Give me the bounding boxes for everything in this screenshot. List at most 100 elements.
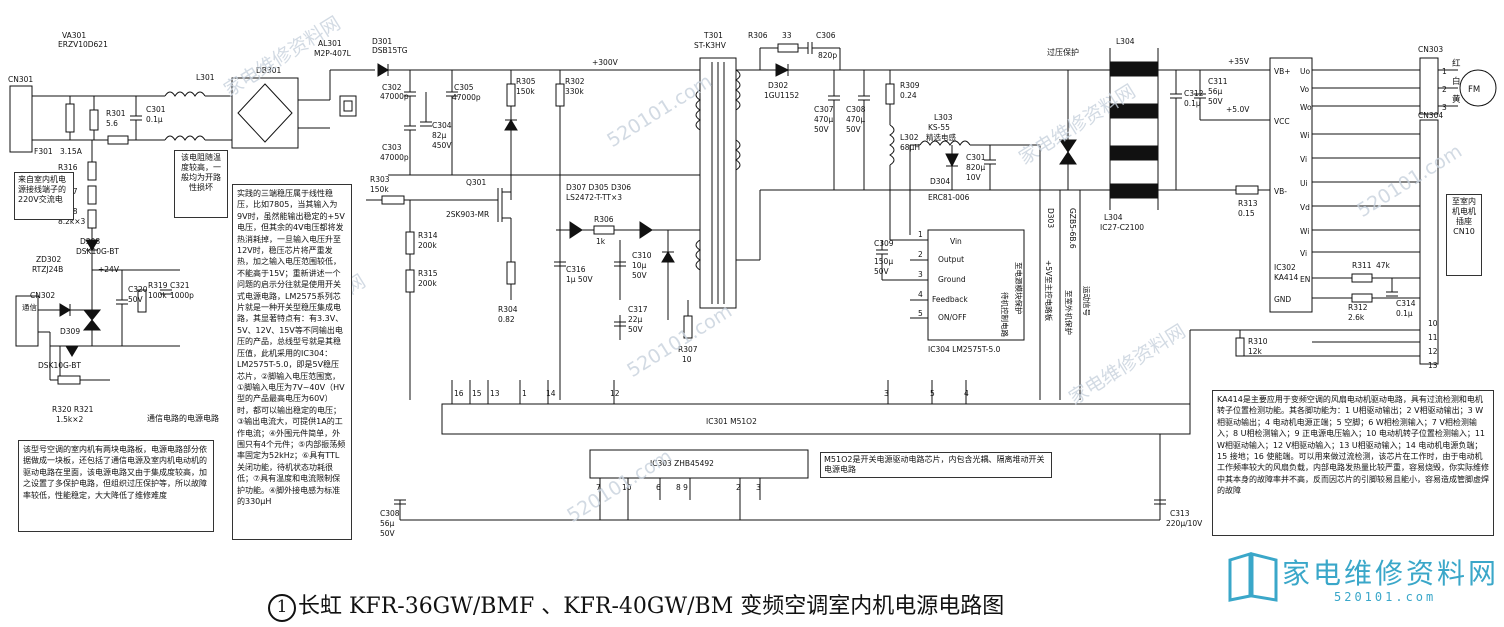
- svg-text:0.15: 0.15: [1238, 209, 1255, 218]
- svg-text:ON/OFF: ON/OFF: [938, 313, 967, 322]
- svg-text:R316: R316: [58, 163, 78, 172]
- callout-comm-power: 通信电路的电源电路: [124, 412, 242, 426]
- svg-text:C308: C308: [380, 509, 400, 518]
- svg-text:C303: C303: [382, 143, 402, 152]
- connector-cn303: [1419, 57, 1439, 115]
- svg-text:150μ: 150μ: [874, 257, 893, 266]
- svg-text:ST-K3HV: ST-K3HV: [694, 41, 727, 50]
- svg-text:56μ: 56μ: [380, 519, 395, 528]
- svg-text:10μ: 10μ: [632, 261, 647, 270]
- svg-text:1.5k×2: 1.5k×2: [56, 415, 84, 424]
- svg-text:KS-55: KS-55: [928, 123, 950, 132]
- svg-text:L304: L304: [1104, 213, 1123, 222]
- svg-text:L302: L302: [900, 133, 919, 142]
- svg-text:3.15A: 3.15A: [60, 147, 83, 156]
- fan-motor-fm: [1459, 69, 1497, 107]
- svg-text:1k: 1k: [596, 237, 606, 246]
- svg-text:R311: R311: [1352, 261, 1372, 270]
- svg-text:82μ: 82μ: [432, 131, 447, 140]
- svg-text:450V: 450V: [432, 141, 452, 150]
- svg-text:220μ/10V: 220μ/10V: [1166, 519, 1203, 528]
- svg-text:R301: R301: [106, 109, 126, 118]
- svg-text:47000p: 47000p: [380, 153, 409, 162]
- svg-text:CN301: CN301: [8, 75, 33, 84]
- svg-text:16: 16: [454, 389, 464, 398]
- svg-text:C309: C309: [874, 239, 894, 248]
- svg-text:运动信号: 运动信号: [1082, 286, 1092, 316]
- svg-text:T301: T301: [703, 31, 723, 40]
- svg-text:F301: F301: [34, 147, 53, 156]
- svg-text:Vin: Vin: [950, 237, 962, 246]
- svg-text:C308: C308: [846, 105, 866, 114]
- svg-text:DB301: DB301: [256, 66, 281, 75]
- connector-cn302: [15, 295, 39, 347]
- svg-text:VB-: VB-: [1274, 187, 1287, 196]
- svg-text:通信: 通信: [22, 302, 37, 312]
- callout-ptc: 该电阻随温度较高，一般均为开路性损坏: [174, 150, 228, 218]
- svg-text:C311: C311: [1208, 77, 1228, 86]
- svg-text:C312: C312: [1184, 89, 1204, 98]
- svg-text:33: 33: [782, 31, 792, 40]
- svg-text:12k: 12k: [1248, 347, 1263, 356]
- svg-text:Vo: Vo: [1300, 85, 1310, 94]
- svg-text:D301: D301: [372, 37, 392, 46]
- connector-cn304: [1419, 119, 1439, 365]
- svg-text:FM: FM: [1468, 85, 1480, 95]
- svg-text:R315: R315: [418, 269, 438, 278]
- svg-text:GND: GND: [1274, 295, 1291, 304]
- callout-outdoor-cn10: 至室内机电机插座CN10: [1446, 194, 1482, 276]
- figure-number: 1: [268, 594, 296, 622]
- svg-text:8 9: 8 9: [676, 483, 688, 492]
- svg-text:0.1μ: 0.1μ: [146, 115, 163, 124]
- svg-text:C307: C307: [814, 105, 834, 114]
- svg-text:3: 3: [756, 483, 761, 492]
- svg-text:RTZJ24B: RTZJ24B: [32, 265, 63, 274]
- svg-text:2.6k: 2.6k: [1348, 313, 1365, 322]
- svg-text:10V: 10V: [966, 173, 982, 182]
- svg-text:L303: L303: [934, 113, 953, 122]
- svg-text:Vi: Vi: [1300, 249, 1307, 258]
- svg-text:3: 3: [1442, 103, 1447, 112]
- svg-text:47000p: 47000p: [380, 92, 409, 101]
- svg-text:C320: C320: [128, 285, 148, 294]
- svg-text:黄: 黄: [1452, 94, 1461, 105]
- site-logo: 家电维修资料网 520101.com: [1224, 550, 1496, 610]
- svg-text:2: 2: [736, 483, 741, 492]
- svg-text:D303: D303: [1046, 208, 1055, 228]
- svg-text:Q301: Q301: [466, 178, 486, 187]
- svg-text:C305: C305: [454, 83, 474, 92]
- bridge-db301: [231, 77, 299, 149]
- svg-text:C321: C321: [170, 281, 190, 290]
- ic-ic304: [927, 229, 1025, 341]
- svg-text:C302: C302: [382, 83, 402, 92]
- svg-text:12: 12: [610, 389, 620, 398]
- svg-text:C313: C313: [1170, 509, 1190, 518]
- svg-text:5: 5: [930, 389, 935, 398]
- svg-text:CN304: CN304: [1418, 111, 1443, 120]
- svg-text:2SK903-MR: 2SK903-MR: [446, 210, 489, 219]
- svg-text:R307: R307: [678, 345, 698, 354]
- svg-text:D309: D309: [60, 327, 80, 336]
- svg-text:Feedback: Feedback: [932, 295, 968, 304]
- varistor-va301: [65, 103, 75, 133]
- svg-text:R306: R306: [594, 215, 614, 224]
- svg-text:C301: C301: [966, 153, 986, 162]
- note-ka414: KA414是主要应用于变频空调的风扇电动机驱动电路，具有过流检测和电机转子位置检…: [1212, 390, 1494, 536]
- svg-text:10: 10: [682, 355, 692, 364]
- svg-text:1: 1: [918, 230, 923, 239]
- svg-text:+35V: +35V: [1228, 57, 1250, 66]
- svg-text:22μ: 22μ: [628, 315, 643, 324]
- svg-text:C317: C317: [628, 305, 648, 314]
- svg-text:+24V: +24V: [98, 265, 120, 274]
- book-icon: [1228, 552, 1278, 602]
- figure-caption-text: 长虹 KFR-36GW/BMF 、KFR-40GW/BM 变频空调室内机电源电路…: [298, 594, 1005, 619]
- svg-text:820μ: 820μ: [966, 163, 985, 172]
- svg-text:12: 12: [1428, 347, 1438, 356]
- connector-cn301: [9, 85, 33, 153]
- svg-text:8.2k×3: 8.2k×3: [58, 217, 86, 226]
- svg-text:50V: 50V: [1208, 97, 1224, 106]
- svg-text:0.1μ: 0.1μ: [1184, 99, 1201, 108]
- svg-text:R306: R306: [748, 31, 768, 40]
- svg-text:68μH: 68μH: [900, 143, 920, 152]
